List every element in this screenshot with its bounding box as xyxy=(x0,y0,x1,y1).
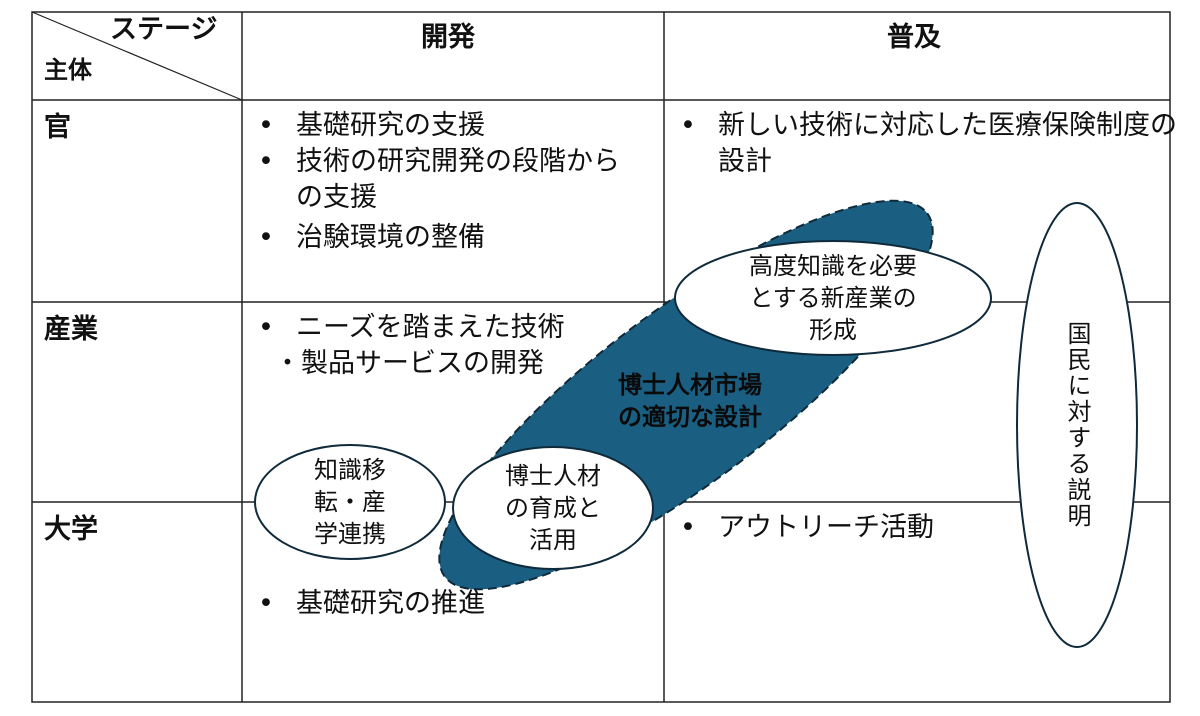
new-industry-ellipse xyxy=(674,240,992,356)
list-item: 技術の研究開発の段階からの支援 xyxy=(240,144,636,216)
list-item: ニーズを踏まえた技術 xyxy=(240,310,636,346)
list-item: 基礎研究の支援 xyxy=(240,108,636,144)
header-stage: ステージ xyxy=(110,14,218,45)
header-development: 開発 xyxy=(421,22,475,53)
row-industry: 産業 xyxy=(44,314,98,345)
transfer-label: 知識移 転・産 学連携 xyxy=(314,456,386,548)
public-ellipse xyxy=(1016,202,1138,648)
new-industry-label: 高度知識を必要 とする新産業の 形成 xyxy=(749,252,917,344)
list-item: アウトリーチ活動 xyxy=(662,510,1058,546)
phd-ellipse xyxy=(452,446,654,570)
row-university: 大学 xyxy=(44,514,98,545)
list-item-sub: ・製品サービスの開発 xyxy=(274,348,544,379)
list-item: 治験環境の整備 xyxy=(240,220,636,256)
row-gov: 官 xyxy=(44,112,71,143)
list-item: 新しい技術に対応した医療保険制度の設計 xyxy=(662,108,1188,180)
list-item: 基礎研究の推進 xyxy=(240,586,636,622)
market-label: 博士人材市場 の適切な設計 xyxy=(618,371,762,431)
public-label: 国民に対する説明 xyxy=(1063,321,1091,529)
phd-label: 博士人材 の育成と 活用 xyxy=(505,462,601,554)
header-diffusion: 普及 xyxy=(887,22,941,53)
transfer-ellipse xyxy=(254,444,446,560)
header-actor: 主体 xyxy=(44,56,92,84)
